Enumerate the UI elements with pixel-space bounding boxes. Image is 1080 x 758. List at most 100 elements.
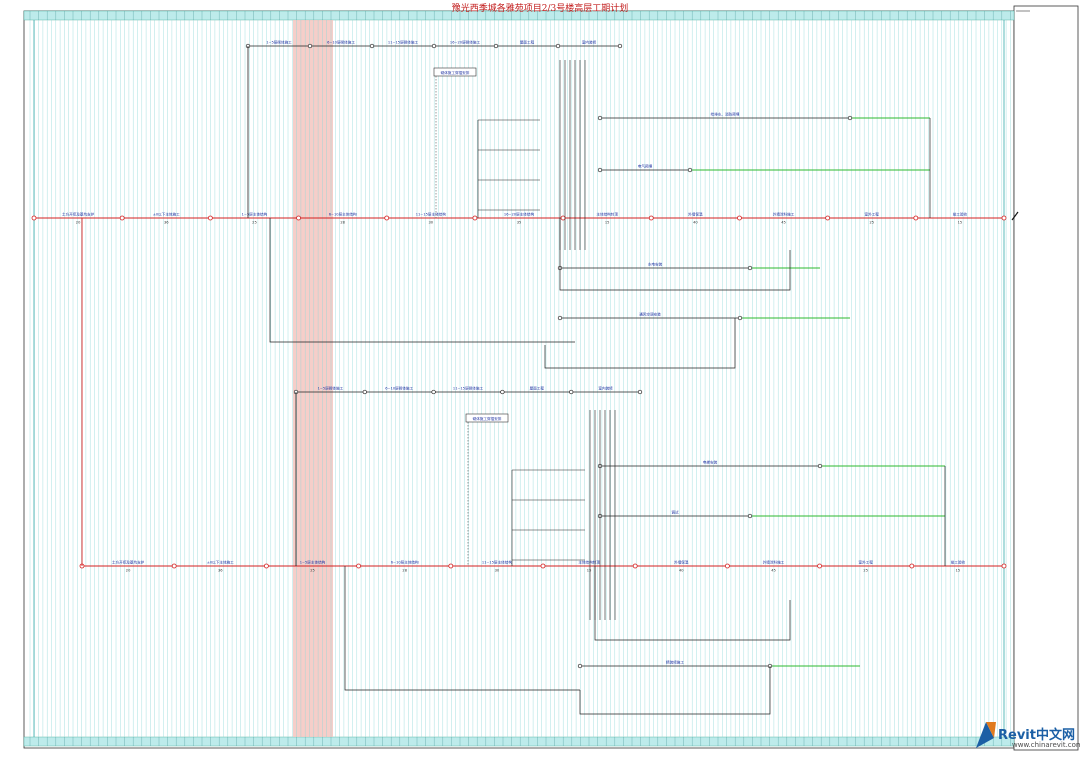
service-top-2-label: 电气预埋 bbox=[638, 164, 653, 169]
revit-logo-icon bbox=[976, 722, 996, 748]
service-bot-2-label: 调试 bbox=[671, 510, 679, 515]
top-node bbox=[296, 215, 301, 221]
service-top-4-label: 通风空调安装 bbox=[639, 312, 661, 317]
lower-branch-label: 屋面工程 bbox=[530, 386, 545, 391]
bottom-activity-label: 外墙保温 bbox=[674, 560, 689, 565]
upper-branch-label: 11~15层砌体施工 bbox=[388, 40, 419, 45]
title-block bbox=[1013, 5, 1079, 751]
top-activity-label: 6~10层主体结构 bbox=[329, 212, 357, 217]
lower-branch-label: 1~5层砌体施工 bbox=[318, 386, 344, 391]
top-activity-duration: 25 bbox=[869, 221, 874, 225]
upper-branch-label: 屋面工程 bbox=[520, 40, 535, 45]
bottom-activity-duration: 28 bbox=[402, 569, 407, 573]
upper-branch-node bbox=[617, 43, 623, 49]
lower-branch-label: 11~15层砌体施工 bbox=[453, 386, 484, 391]
bottom-activity-label: 主体结构封顶 bbox=[578, 560, 600, 565]
top-node bbox=[913, 215, 919, 221]
bottom-activity-duration: 40 bbox=[679, 569, 684, 573]
bottom-activity-duration: 15 bbox=[956, 569, 961, 573]
upper-branch-node bbox=[431, 43, 437, 49]
bottom-activity-duration: 45 bbox=[771, 569, 776, 573]
top-node bbox=[207, 215, 213, 221]
service-bot-3-node bbox=[577, 663, 583, 669]
watermark-url: www.chinarevit.com bbox=[1012, 741, 1080, 749]
top-activity-duration: 25 bbox=[252, 221, 257, 225]
service-top-2-node bbox=[597, 167, 603, 173]
bottom-node bbox=[263, 563, 269, 569]
end-arrow-icon bbox=[1011, 211, 1019, 221]
bottom-activity-duration: 25 bbox=[310, 569, 315, 573]
lower-branch-node bbox=[431, 389, 436, 395]
upper-branch-label: 1~5层砌体施工 bbox=[266, 40, 292, 45]
upper-branch-label: 16~20层砌体施工 bbox=[450, 40, 481, 45]
bottom-activity-label: ±0以下主体施工 bbox=[207, 560, 234, 565]
upper-branch-node bbox=[555, 43, 561, 49]
service-top-2-node bbox=[687, 167, 693, 173]
top-time-ruler bbox=[23, 10, 1015, 21]
note-label-bottom: 砌体施工穿插安排 bbox=[473, 416, 502, 421]
bottom-activity-label: 室外工程 bbox=[859, 560, 874, 565]
ruler-ticks bbox=[29, 11, 1011, 746]
note-box-bottom bbox=[465, 413, 509, 423]
bottom-activity-label: 土方开挖及基坑支护 bbox=[112, 560, 145, 565]
top-node bbox=[1001, 215, 1007, 221]
lower-branch-label: 6~10层砌体施工 bbox=[385, 386, 413, 391]
top-activity-duration: 28 bbox=[340, 221, 345, 225]
top-activity-duration: 15 bbox=[958, 221, 963, 225]
service-top-3-label: 水电安装 bbox=[648, 262, 663, 267]
top-activity-label: 外墙涂料施工 bbox=[773, 212, 795, 217]
time-grid bbox=[29, 20, 1011, 737]
bottom-node bbox=[909, 563, 915, 569]
service-top-4-node bbox=[737, 315, 743, 321]
note-box-top bbox=[433, 67, 477, 77]
bottom-activity-duration: 25 bbox=[863, 569, 868, 573]
bottom-node bbox=[356, 563, 362, 569]
loop-line bbox=[269, 218, 575, 343]
bottom-node bbox=[171, 563, 177, 569]
bottom-activity-duration: 20 bbox=[126, 569, 131, 573]
bottom-activity-label: 11~15层主体结构 bbox=[482, 560, 513, 565]
top-activity-label: 土方开挖及基坑支护 bbox=[62, 212, 95, 217]
loop-line bbox=[544, 318, 736, 369]
top-activity-duration: 30 bbox=[429, 221, 434, 225]
service-bot-3-label: 精装修施工 bbox=[666, 660, 684, 665]
service-bot-1-node bbox=[817, 463, 823, 469]
bottom-activity-label: 1~5层主体结构 bbox=[300, 560, 326, 565]
top-node bbox=[384, 215, 390, 221]
top-node bbox=[560, 215, 566, 221]
bottom-activity-duration: 36 bbox=[218, 569, 223, 573]
service-top-4-node bbox=[557, 315, 563, 321]
loop-line bbox=[344, 566, 580, 691]
bottom-node bbox=[632, 563, 638, 569]
top-activity-duration: 15 bbox=[605, 221, 610, 225]
top-activity-label: 16~20层主体结构 bbox=[504, 212, 535, 217]
bottom-time-ruler bbox=[23, 736, 1015, 747]
top-node bbox=[31, 215, 37, 221]
bottom-node bbox=[817, 563, 822, 569]
watermark-brand: Revit中文网 bbox=[998, 728, 1075, 743]
top-activity-label: 1~5层主体结构 bbox=[242, 212, 268, 217]
bottom-activity-label: 竣工验收 bbox=[951, 560, 966, 565]
top-activity-duration: 20 bbox=[76, 221, 81, 225]
top-activity-label: 主体结构封顶 bbox=[596, 212, 618, 217]
service-bot-2-node bbox=[747, 513, 753, 519]
top-activity-label: 室外工程 bbox=[865, 212, 880, 217]
lower-branch-node bbox=[637, 389, 643, 395]
top-activity-duration: 40 bbox=[693, 221, 698, 225]
upper-branch-node bbox=[307, 43, 313, 49]
bottom-activity-label: 6~10层主体结构 bbox=[391, 560, 419, 565]
lower-branch-node bbox=[569, 389, 574, 395]
upper-branch-node bbox=[369, 43, 375, 49]
service-top-3-node bbox=[747, 265, 753, 271]
lower-branch-node bbox=[500, 389, 505, 395]
top-activity-duration: 45 bbox=[781, 221, 786, 225]
highlight-band bbox=[293, 20, 333, 737]
bottom-node bbox=[540, 563, 546, 569]
bottom-activity-duration: 30 bbox=[495, 569, 500, 573]
top-activity-label: 竣工验收 bbox=[953, 212, 968, 217]
service-bot-1-label: 电梯安装 bbox=[703, 460, 718, 465]
service-top-1-node bbox=[597, 115, 603, 121]
bottom-activity-label: 外墙涂料施工 bbox=[763, 560, 785, 565]
note-label-top: 砌体施工穿插安排 bbox=[441, 70, 470, 75]
